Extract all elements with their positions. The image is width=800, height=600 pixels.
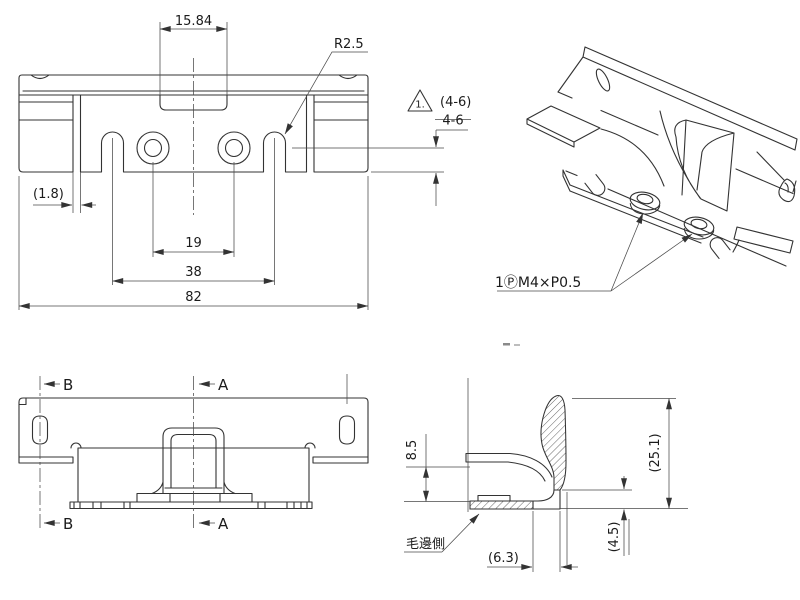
thread-leader-rear <box>610 233 693 292</box>
height-range-superseded: 4-6 <box>442 114 463 129</box>
section-flange <box>465 452 553 482</box>
thread-leader-front <box>610 212 644 292</box>
iso-gusset <box>600 110 735 212</box>
thread-note: 1ⓅM4×P0.5 <box>495 275 581 291</box>
section-locating-tab <box>477 494 511 502</box>
boss-hole-left-inner <box>143 138 163 158</box>
dim-overall-width: 82 <box>185 290 202 305</box>
revision-triangle-icon <box>407 89 433 112</box>
iso-u-notch-right <box>709 237 731 259</box>
boss-hole-right-inner <box>224 138 244 158</box>
front-view: 15.84 R2.5 (1.8) 19 38 82 1. (4-6) 4-6 <box>18 14 471 310</box>
print-artifact-mark <box>503 343 510 346</box>
burr-note-leader <box>441 513 480 553</box>
radius-leader <box>284 51 368 135</box>
section-label-b-top: B <box>63 376 73 394</box>
front-extension-lines <box>18 22 471 310</box>
dim-foot-height: (4.5) <box>607 522 622 553</box>
iso-boss-front <box>629 191 661 215</box>
radius-note: R2.5 <box>334 37 364 52</box>
iso-left-wing <box>526 105 601 148</box>
iso-rail <box>557 46 798 195</box>
dim-tab-width: 15.84 <box>175 14 212 29</box>
isometric-view: 1ⓅM4×P0.5 <box>495 46 798 346</box>
print-artifact-mark-2 <box>514 344 520 346</box>
iso-base-plate <box>562 169 794 267</box>
boss-hole-left-outer <box>136 131 170 165</box>
iso-slot-hole <box>595 68 611 92</box>
section-foot <box>532 489 561 510</box>
dim-notch-pitch: 38 <box>185 265 202 280</box>
burr-side-note: 毛邊側 <box>406 537 445 552</box>
height-range-note: (4-6) <box>440 95 471 110</box>
section-wall-cut <box>540 394 567 491</box>
section-label-a-top: A <box>218 376 229 394</box>
section-extension-lines <box>404 398 688 572</box>
iso-curl-relief <box>756 151 797 203</box>
dim-flange-height: 8.5 <box>405 440 420 461</box>
iso-u-notch-left <box>584 174 606 196</box>
section-label-b-bottom: B <box>63 515 73 533</box>
boss-hole-right-outer <box>217 131 251 165</box>
dim-foot-width: (6.3) <box>488 551 519 566</box>
dim-edge-gap: (1.8) <box>33 187 64 202</box>
section-view: 8.5 (25.1) (4.5) (6.3) 毛邊側 <box>404 378 688 572</box>
section-base-cut <box>469 500 534 510</box>
section-label-a-bottom: A <box>218 515 229 533</box>
dim-hole-pitch: 19 <box>185 236 202 251</box>
dim-overall-height: (25.1) <box>648 433 663 472</box>
plan-view: B A B A <box>18 374 369 533</box>
revision-marker: 1. <box>415 100 425 111</box>
